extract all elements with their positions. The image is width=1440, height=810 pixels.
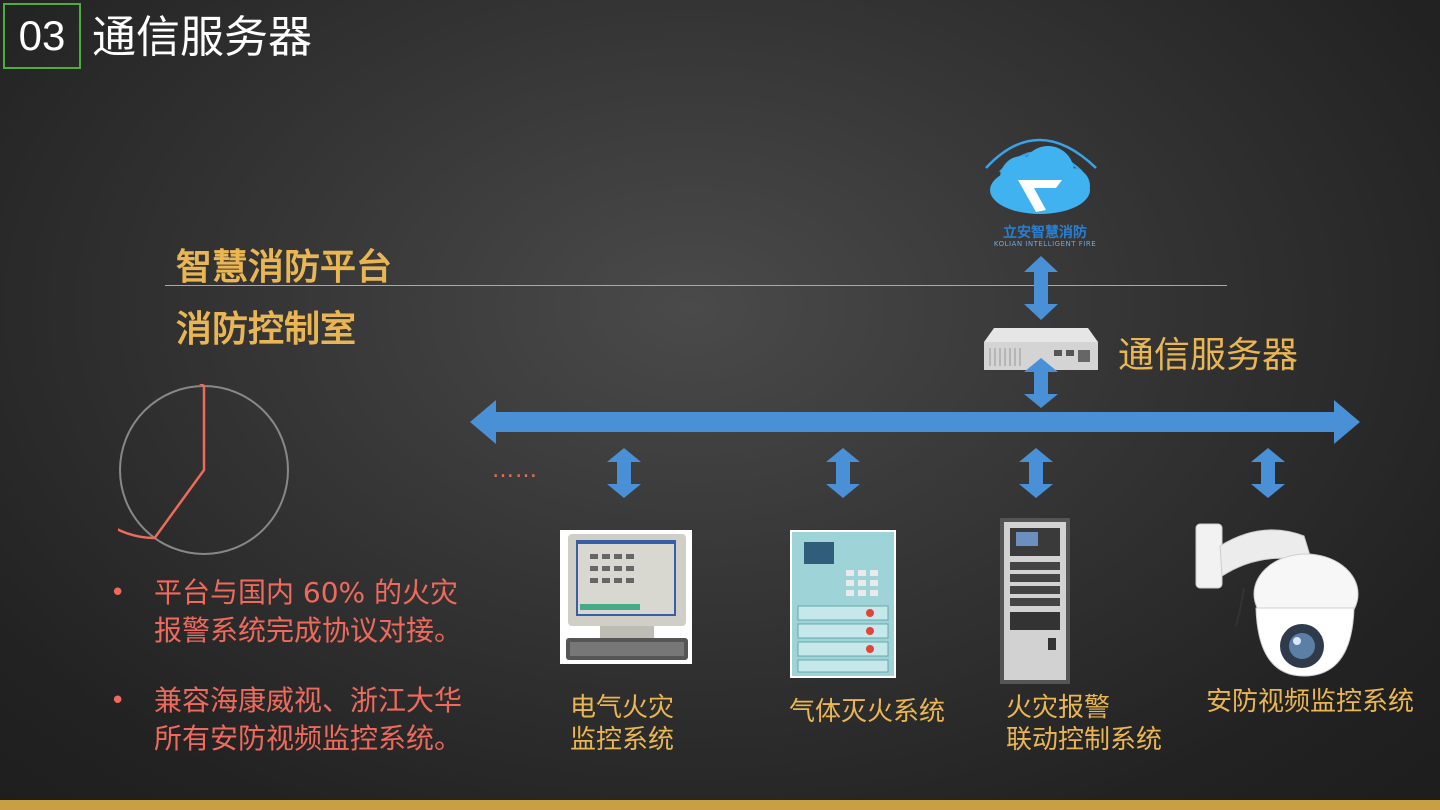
more-systems-ellipsis: …… xyxy=(492,458,538,483)
system-label: 气体灭火系统 xyxy=(789,696,945,728)
section-number-badge: 03 xyxy=(3,3,81,69)
bullet-text: 平台与国内 60% 的火灾报警系统完成协议对接。 xyxy=(154,574,470,650)
bullet-item: • 兼容海康威视、浙江大华所有安防视频监控系统。 xyxy=(110,682,470,758)
bullet-text: 兼容海康威视、浙江大华所有安防视频监控系统。 xyxy=(154,682,470,758)
logo-name: 立安智慧消防 xyxy=(980,222,1110,242)
platform-layer-label: 智慧消防平台 xyxy=(176,238,392,290)
page-title: 通信服务器 xyxy=(92,8,312,68)
system-label: 火灾报警联动控制系统 xyxy=(1006,692,1162,756)
double-arrow-icon xyxy=(1251,448,1285,498)
server-label: 通信服务器 xyxy=(1118,326,1298,378)
bullet-item: • 平台与国内 60% 的火灾报警系统完成协议对接。 xyxy=(110,574,470,650)
dome-camera-icon xyxy=(1192,516,1362,680)
control-room-layer-label: 消防控制室 xyxy=(176,300,356,352)
layer-divider xyxy=(165,285,1227,286)
logo-subtitle: KOLIAN INTELLIGENT FIRE xyxy=(980,240,1110,248)
pie-value-segment xyxy=(118,384,204,538)
double-arrow-icon xyxy=(1024,256,1058,320)
bullet-dot: • xyxy=(110,574,125,612)
double-arrow-icon xyxy=(826,448,860,498)
bottom-accent-bar xyxy=(0,800,1440,810)
computer-monitor-icon xyxy=(560,530,692,664)
fire-alarm-cabinet-icon xyxy=(1000,518,1070,684)
cloud-logo-icon xyxy=(978,120,1104,224)
percentage-pie-chart xyxy=(118,384,290,556)
double-arrow-icon xyxy=(1019,448,1053,498)
bullet-dot: • xyxy=(110,682,125,720)
system-label: 安防视频监控系统 xyxy=(1206,686,1414,718)
gas-control-panel-icon xyxy=(790,530,896,678)
data-bus-arrow xyxy=(470,400,1360,444)
system-label: 电气火灾监控系统 xyxy=(570,692,674,756)
double-arrow-icon xyxy=(607,448,641,498)
